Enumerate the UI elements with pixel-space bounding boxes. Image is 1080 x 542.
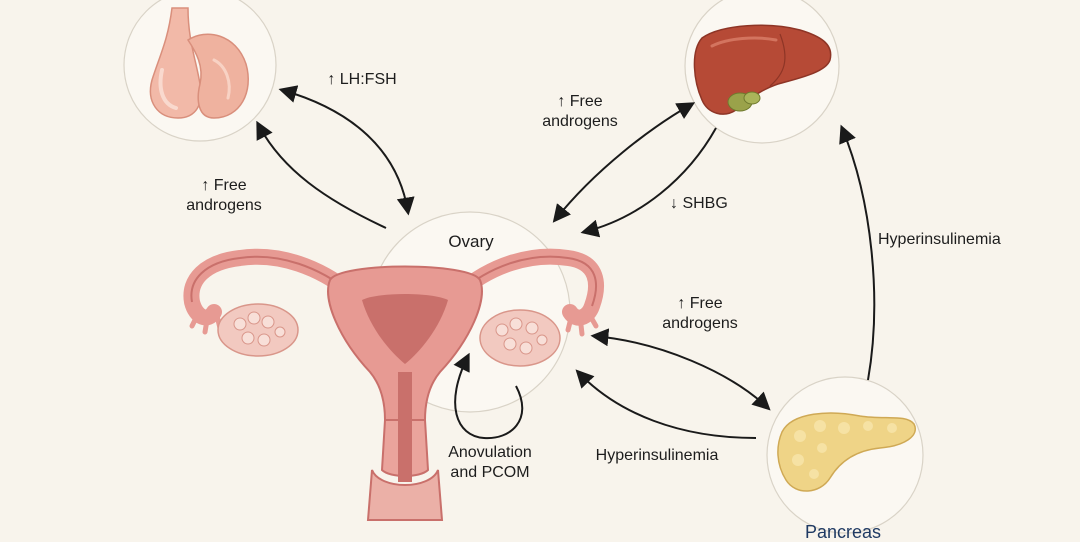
edge-label-line: ↑ Free bbox=[677, 295, 723, 312]
liver-icon bbox=[693, 24, 832, 115]
arrow-pancreas-to-ovary bbox=[575, 369, 757, 439]
arrow-pituitary-to-ovary bbox=[278, 85, 415, 216]
edge-label-line: Anovulation bbox=[448, 444, 532, 461]
edge-label-line: ↑ Free bbox=[201, 177, 247, 194]
arrow-ovary-pancreas bbox=[590, 328, 771, 411]
arrow-ovary-self-loop bbox=[453, 352, 524, 440]
edge-label-line: ↑ Free bbox=[557, 93, 603, 110]
ovary-label: Ovary bbox=[448, 232, 494, 251]
edge-label-free-androgens-pituitary: ↑ Free androgens bbox=[164, 176, 284, 216]
uterus-ovary-icon bbox=[183, 248, 604, 521]
arrow-ovary-liver bbox=[552, 102, 696, 223]
edge-label-free-androgens-liver: ↑ Free androgens bbox=[520, 92, 640, 132]
edge-label-line: and PCOM bbox=[450, 464, 530, 481]
arrow-ovary-to-pituitary bbox=[256, 120, 387, 229]
edge-label-line: androgens bbox=[542, 113, 618, 130]
edge-label-anovulation-pcom: Anovulation and PCOM bbox=[430, 443, 550, 483]
pituitary-circle bbox=[123, 0, 277, 142]
edge-label-hyperinsulinemia-liver: Hyperinsulinemia bbox=[878, 231, 1001, 248]
pancreas-icon bbox=[777, 412, 916, 492]
edge-label-free-androgens-pancreas: ↑ Free androgens bbox=[640, 294, 760, 334]
pancreas-label: Pancreas bbox=[804, 522, 882, 542]
arrow-pancreas-to-liver bbox=[839, 124, 876, 381]
edge-label-line: androgens bbox=[662, 315, 738, 332]
pituitary-icon bbox=[149, 7, 249, 119]
edge-label-hyperinsulinemia-ovary: Hyperinsulinemia bbox=[595, 447, 719, 464]
edge-label-lh-fsh: ↑ LH:FSH bbox=[327, 71, 397, 88]
edge-label-shbg: ↓ SHBG bbox=[670, 195, 728, 212]
arrow-liver-to-ovary bbox=[580, 127, 717, 238]
edge-label-line: androgens bbox=[186, 197, 262, 214]
